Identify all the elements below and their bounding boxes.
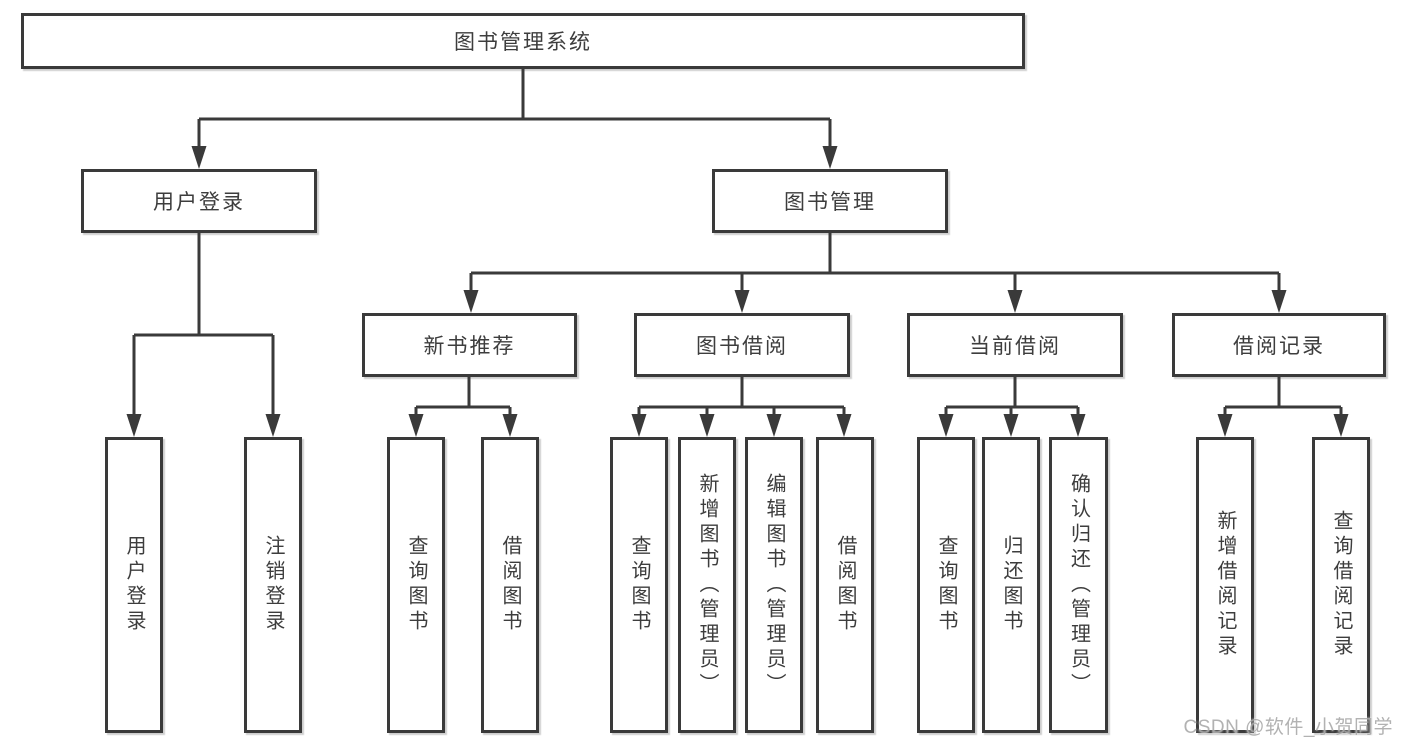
leaf-add-book-admin: 新增图书（管理员） xyxy=(678,437,736,733)
arrowhead-icon xyxy=(734,290,750,313)
arrowhead-icon xyxy=(265,414,281,437)
arrowhead-icon xyxy=(938,414,954,437)
arrowhead-icon xyxy=(1007,290,1023,313)
leaf-query-borrow-record: 查询借阅记录 xyxy=(1312,437,1370,733)
arrowhead-icon xyxy=(699,414,715,437)
arrowhead-icon xyxy=(463,290,479,313)
node-label: 当前借阅 xyxy=(969,335,1061,358)
node-label: 借阅图书 xyxy=(834,535,856,635)
tree-branch-lines xyxy=(134,68,1341,409)
node-label: 用户登录 xyxy=(123,535,145,635)
node-label: 图书管理 xyxy=(784,191,876,214)
node-borrowing-records: 借阅记录 xyxy=(1172,313,1386,377)
arrowhead-icon xyxy=(1271,290,1287,313)
csdn-watermark: CSDN @软件_小贺同学 xyxy=(1183,717,1393,738)
node-label: 新书推荐 xyxy=(423,335,516,358)
node-label: 新增借阅记录 xyxy=(1214,510,1236,660)
leaf-edit-book-admin: 编辑图书（管理员） xyxy=(745,437,803,733)
arrowhead-icon xyxy=(1217,414,1233,437)
arrowhead-icon xyxy=(502,414,518,437)
arrowhead-icon xyxy=(1003,414,1019,437)
node-label: 查询借阅记录 xyxy=(1330,510,1352,660)
node-label: 图书管理系统 xyxy=(454,31,592,54)
leaf-user-login: 用户登录 xyxy=(105,437,163,733)
node-label: 归还图书 xyxy=(1000,535,1022,635)
leaf-return-books: 归还图书 xyxy=(982,437,1040,733)
node-label: 查询图书 xyxy=(935,535,957,635)
node-label: 借阅记录 xyxy=(1233,335,1325,358)
node-new-book-recommendation: 新书推荐 xyxy=(362,313,577,377)
leaf-add-borrow-record: 新增借阅记录 xyxy=(1196,437,1254,733)
arrowhead-icon xyxy=(408,414,424,437)
leaf-query-books-current: 查询图书 xyxy=(917,437,975,733)
node-label: 确认归还（管理员） xyxy=(1067,472,1090,698)
node-label: 注销登录 xyxy=(262,535,284,635)
arrowhead-icon xyxy=(631,414,647,437)
leaf-logout: 注销登录 xyxy=(244,437,302,733)
node-label: 借阅图书 xyxy=(499,535,521,635)
leaf-query-books-borrowing: 查询图书 xyxy=(610,437,668,733)
leaf-borrow-books-recommend: 借阅图书 xyxy=(481,437,539,733)
arrow-stems xyxy=(132,119,1343,417)
node-book-management: 图书管理 xyxy=(712,169,948,233)
arrowhead-icon xyxy=(126,414,142,437)
node-label: 图书借阅 xyxy=(696,335,788,358)
arrowhead-icon xyxy=(836,414,852,437)
node-label: 新增图书（管理员） xyxy=(696,472,718,698)
arrowhead-icon xyxy=(822,146,838,169)
node-label: 查询图书 xyxy=(405,535,427,635)
leaf-borrow-books: 借阅图书 xyxy=(816,437,874,733)
node-current-borrowing: 当前借阅 xyxy=(907,313,1123,377)
node-label: 编辑图书（管理员） xyxy=(763,472,785,698)
leaf-query-books-recommend: 查询图书 xyxy=(387,437,445,733)
node-library-management-system: 图书管理系统 xyxy=(21,13,1025,69)
arrowhead-icon xyxy=(766,414,782,437)
node-book-borrowing: 图书借阅 xyxy=(634,313,850,377)
node-user-login: 用户登录 xyxy=(81,169,317,233)
node-label: 查询图书 xyxy=(628,535,650,635)
node-label: 用户登录 xyxy=(153,191,245,214)
arrowhead-icon xyxy=(1333,414,1349,437)
arrowhead-icon xyxy=(1070,414,1086,437)
arrowhead-icon xyxy=(191,146,207,169)
leaf-confirm-return-admin: 确认归还（管理员） xyxy=(1049,437,1108,733)
